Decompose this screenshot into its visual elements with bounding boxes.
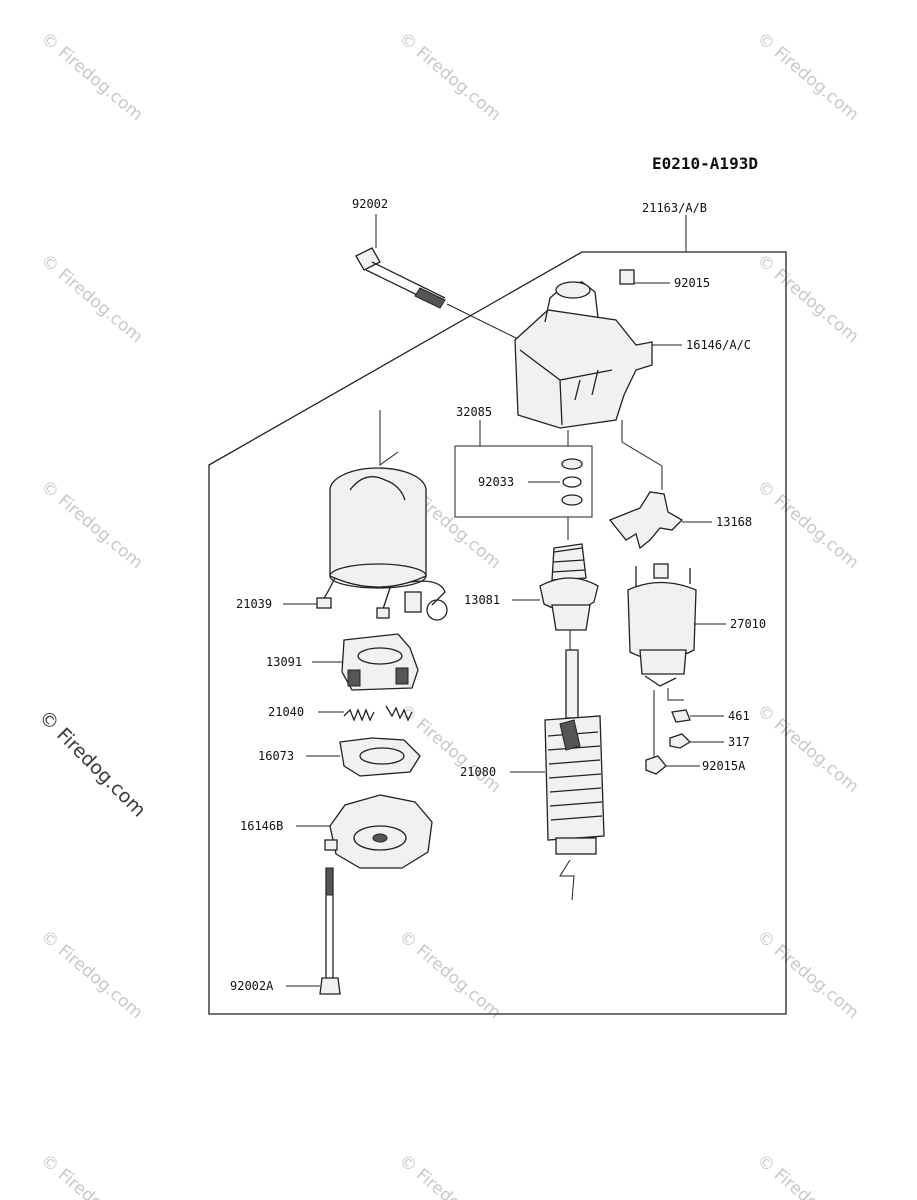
watermark-text: © Firedog.com <box>395 29 505 126</box>
part-label: 92015A <box>702 759 746 773</box>
pinion-13081 <box>512 543 599 631</box>
part-label: 13091 <box>266 655 302 669</box>
front-housing-16146 <box>514 269 682 490</box>
bolt-92002A <box>286 867 341 995</box>
part-label: 21080 <box>460 765 496 779</box>
watermark-text: © Firedog.com <box>753 1151 863 1200</box>
part-label: 461 <box>728 709 750 723</box>
assembly-frame <box>208 251 787 1015</box>
small-hardware <box>645 709 724 775</box>
yoke-21039 <box>283 410 448 621</box>
part-label: 92033 <box>478 475 514 489</box>
washer-set-32085 <box>454 420 593 540</box>
watermark-text: © Firedog.com <box>37 29 147 126</box>
part-label: 317 <box>728 735 750 749</box>
watermark-text: © Firedog.com <box>753 477 863 574</box>
watermark-text: © Firedog.com <box>37 477 147 574</box>
rear-cover-16146B <box>296 794 433 869</box>
watermark-text: © Firedog.com <box>37 251 147 348</box>
part-label: 92002 <box>352 197 388 211</box>
part-label: 16146/A/C <box>686 338 751 352</box>
watermark-text: © Firedog.com <box>37 927 147 1024</box>
watermark-grid: © Firedog.com © Firedog.com © Firedog.co… <box>37 29 863 1200</box>
part-label: 32085 <box>456 405 492 419</box>
part-label: 21039 <box>236 597 272 611</box>
part-label: 16073 <box>258 749 294 763</box>
part-label: 13168 <box>716 515 752 529</box>
diagram-code: E0210-A193D <box>652 154 758 173</box>
brush-holder-13091 <box>312 633 419 691</box>
part-label: 21040 <box>268 705 304 719</box>
part-label: 21163/A/B <box>642 201 707 215</box>
solenoid-27010 <box>627 563 726 760</box>
part-labels: 92002 21163/A/B 92015 16146/A/C 32085 92… <box>230 197 766 993</box>
part-label: 13081 <box>464 593 500 607</box>
lever-13168 <box>608 491 712 550</box>
watermark-text: © Firedog.com <box>753 701 863 798</box>
watermark-text: © Firedog.com <box>395 1151 505 1200</box>
watermark-text: © Firedog.com <box>753 927 863 1024</box>
part-label: 27010 <box>730 617 766 631</box>
springs-21040 <box>318 705 413 722</box>
watermark-text: © Firedog.com <box>753 251 863 348</box>
plate-16073 <box>306 737 421 777</box>
part-label: 16146B <box>240 819 283 833</box>
watermark-text: © Firedog.com <box>753 29 863 126</box>
watermark-text: © Firedog.com <box>37 1151 147 1200</box>
part-label: 92002A <box>230 979 274 993</box>
watermark-main: © Firedog.com <box>34 706 149 821</box>
bolt-92002 <box>355 214 521 341</box>
armature-21080 <box>510 630 605 901</box>
watermark-text: © Firedog.com <box>395 927 505 1024</box>
part-label: 92015 <box>674 276 710 290</box>
